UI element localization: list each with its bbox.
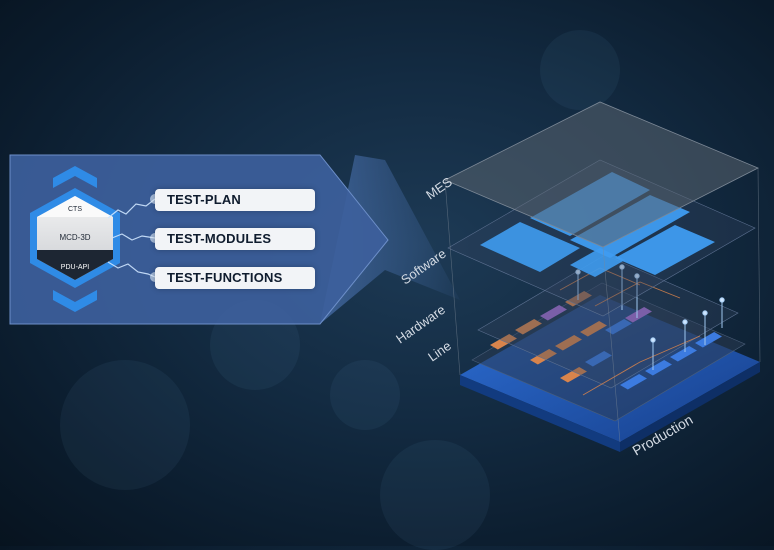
connectors — [107, 198, 156, 278]
component-block — [645, 360, 672, 376]
production-slab-side — [460, 375, 620, 452]
stack-edges — [444, 167, 761, 443]
projection-beam — [320, 155, 460, 324]
label-hardware: Hardware — [393, 302, 448, 347]
hexagon-top-band — [37, 196, 113, 217]
component-block — [530, 349, 557, 365]
connector-spark — [111, 233, 156, 241]
hexagon-stack: CTS MCD-3D PDU-API — [30, 166, 120, 312]
connector-spark — [107, 198, 156, 219]
item-test-functions: TEST-FUNCTIONS — [155, 267, 315, 289]
software-block — [480, 222, 580, 272]
component-block — [670, 346, 697, 362]
hex-label-bottom: PDU-API — [61, 264, 89, 271]
component-block — [605, 319, 632, 335]
component-block — [555, 335, 582, 351]
software-block — [615, 225, 715, 275]
component-block — [620, 374, 647, 390]
production-slab-side — [620, 362, 760, 452]
connector-spark — [107, 261, 156, 278]
bokeh-circle — [380, 440, 490, 550]
component-block — [540, 305, 567, 321]
component-block — [625, 307, 652, 323]
bokeh-circle — [540, 30, 620, 110]
hexagon-base-band — [37, 250, 113, 280]
bokeh-circle — [60, 360, 190, 490]
item-label: TEST-PLAN — [167, 192, 242, 207]
item-test-plan: TEST-PLAN — [155, 189, 315, 211]
component-block — [580, 321, 607, 337]
connector-pins — [575, 264, 725, 370]
hardware-components — [490, 291, 722, 390]
component-block — [695, 332, 722, 348]
item-test-modules: TEST-MODULES — [155, 228, 315, 250]
component-block — [585, 351, 612, 367]
hex-label-middle: MCD-3D — [59, 233, 90, 242]
component-block — [490, 334, 517, 350]
hex-label-top: CTS — [68, 206, 82, 213]
label-line: Line — [425, 338, 454, 364]
component-block — [560, 367, 587, 383]
bokeh-circle — [330, 360, 400, 430]
item-label: TEST-FUNCTIONS — [167, 270, 283, 285]
layer-hardware-plane — [477, 254, 739, 389]
component-block — [515, 319, 542, 335]
item-label: TEST-MODULES — [167, 231, 272, 246]
chevron-down-icon — [53, 290, 97, 312]
chevron-up-icon — [53, 166, 97, 188]
